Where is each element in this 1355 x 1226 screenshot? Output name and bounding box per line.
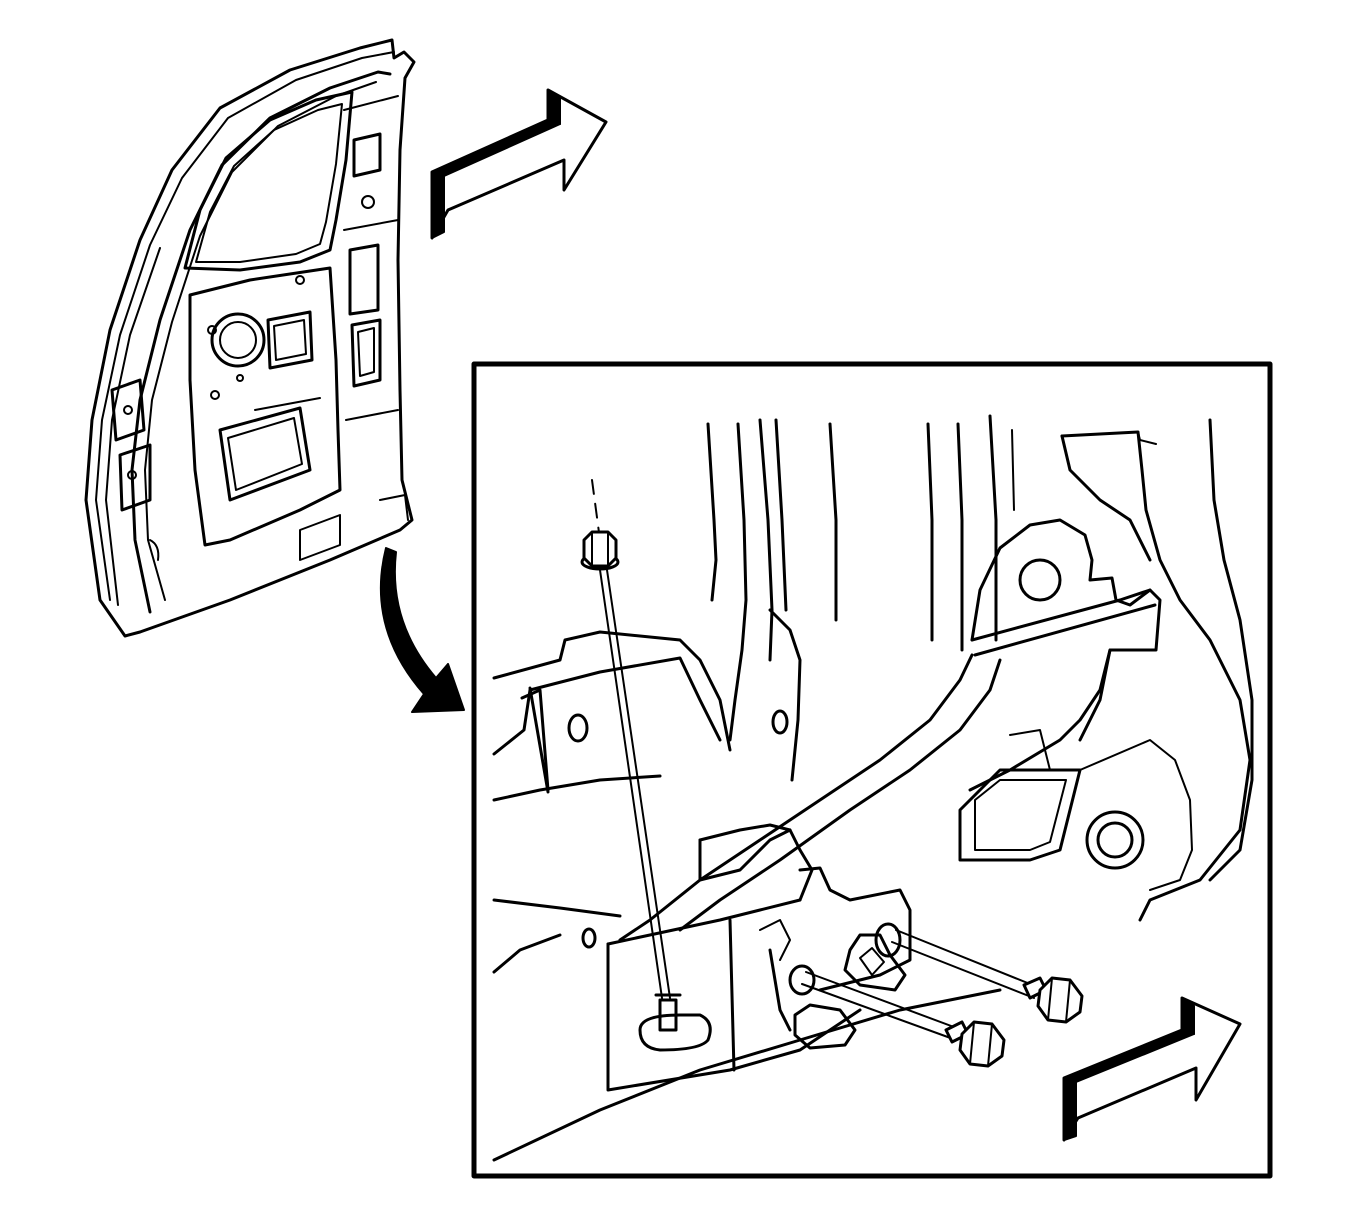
direction-arrow-top — [430, 88, 608, 240]
callout-arrow — [379, 547, 465, 713]
nut — [580, 530, 620, 571]
door-overview — [84, 38, 416, 638]
bolt-upper — [1022, 976, 1084, 1024]
detail-inset — [471, 361, 1273, 1179]
direction-arrow-bottom — [1062, 996, 1242, 1142]
bolt-lower — [944, 1020, 1006, 1068]
